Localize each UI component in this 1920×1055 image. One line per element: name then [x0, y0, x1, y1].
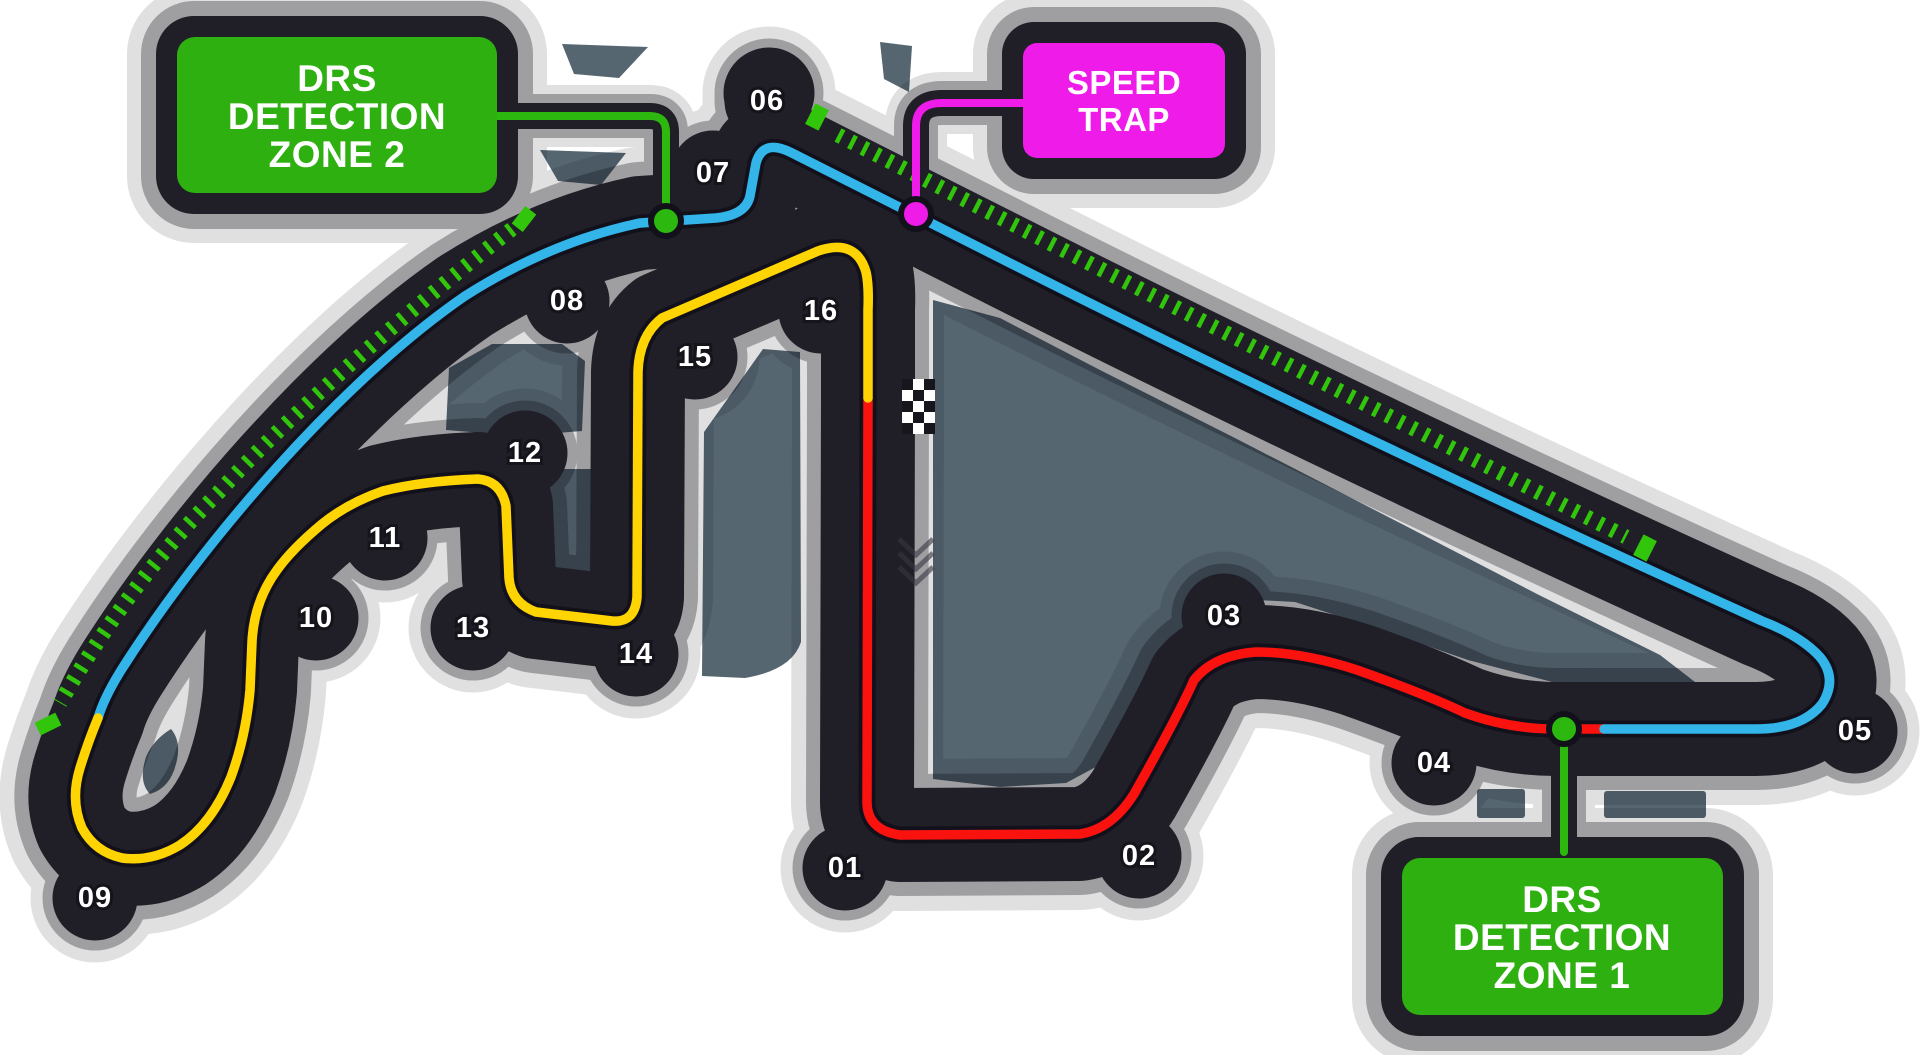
turn-04-bubble [1391, 720, 1477, 806]
drs-detection-zone-1-callout: DRS DETECTION ZONE 1 [1402, 858, 1723, 1015]
speed-trap-dot [898, 196, 934, 232]
turn-label-11: 11 [369, 522, 402, 554]
drs-detection-zone-2-callout: DRS DETECTION ZONE 2 [177, 37, 497, 193]
drs-zone-ticks [34, 103, 1657, 736]
drs2-line-2: DETECTION [228, 96, 446, 137]
drs2-line-3: ZONE 2 [269, 134, 406, 175]
turn-label-06: 06 [750, 85, 784, 117]
turn-label-08: 08 [550, 285, 584, 317]
turn-10-bubble [273, 575, 359, 661]
turn-label-05: 05 [1838, 715, 1872, 747]
turn-label-14: 14 [619, 638, 653, 670]
turn-label-04: 04 [1417, 747, 1451, 779]
turn-labels: 01 02 03 04 05 06 07 08 09 10 11 12 13 14 15 16 [75, 82, 1874, 917]
turn-08-bubble [524, 258, 610, 344]
turn-13-bubble [430, 585, 516, 671]
drs-detection-zone-1-box [1402, 858, 1723, 1015]
drs-detection-2-dot [648, 203, 684, 239]
turn-label-10: 10 [299, 602, 333, 634]
drs1-line-3: ZONE 1 [1494, 955, 1631, 996]
chevron-watermark [897, 537, 935, 587]
drs-zone-2-start-block [511, 206, 537, 232]
turn-label-13: 13 [456, 612, 490, 644]
drs1-line-2: DETECTION [1453, 917, 1671, 958]
drs2-line-1: DRS [297, 58, 377, 99]
turn-05-bubble [1812, 688, 1898, 774]
drs-zone-1-start-block [805, 103, 829, 131]
turn-label-02: 02 [1122, 840, 1156, 872]
drs-zone-2-end-block [34, 712, 62, 736]
island-shape [562, 44, 648, 78]
turn-label-01: 01 [828, 852, 862, 884]
speed-trap-line-2: TRAP [1078, 101, 1170, 138]
turn-02-bubble [1096, 813, 1182, 899]
speed-trap-line-1: SPEED [1067, 64, 1181, 101]
track-band [52, 16, 1898, 1036]
drs1-line-1: DRS [1522, 879, 1602, 920]
turn-label-03: 03 [1207, 600, 1241, 632]
island-shape [880, 42, 912, 92]
drs-detection-1-dot [1546, 711, 1582, 747]
turn-label-15: 15 [678, 341, 712, 373]
turn-label-16: 16 [804, 295, 838, 327]
turn-01-bubble [802, 825, 888, 911]
island-shape [702, 349, 801, 678]
turn-label-12: 12 [508, 437, 542, 469]
drs-zone-2-ticks [53, 223, 517, 707]
speed-trap-box [1023, 43, 1225, 158]
turn-label-07: 07 [696, 157, 730, 189]
turn-12-bubble [482, 410, 568, 496]
turn-09-bubble [52, 855, 138, 941]
turn-15-bubble [652, 314, 738, 400]
drs-detection-zone-2-box [177, 37, 497, 193]
drs-zone-1-end-block [1633, 534, 1657, 562]
turn-label-09: 09 [78, 882, 112, 914]
start-finish-checkered-flag-icon [902, 379, 935, 434]
speed-trap-callout: SPEED TRAP [1023, 43, 1225, 158]
